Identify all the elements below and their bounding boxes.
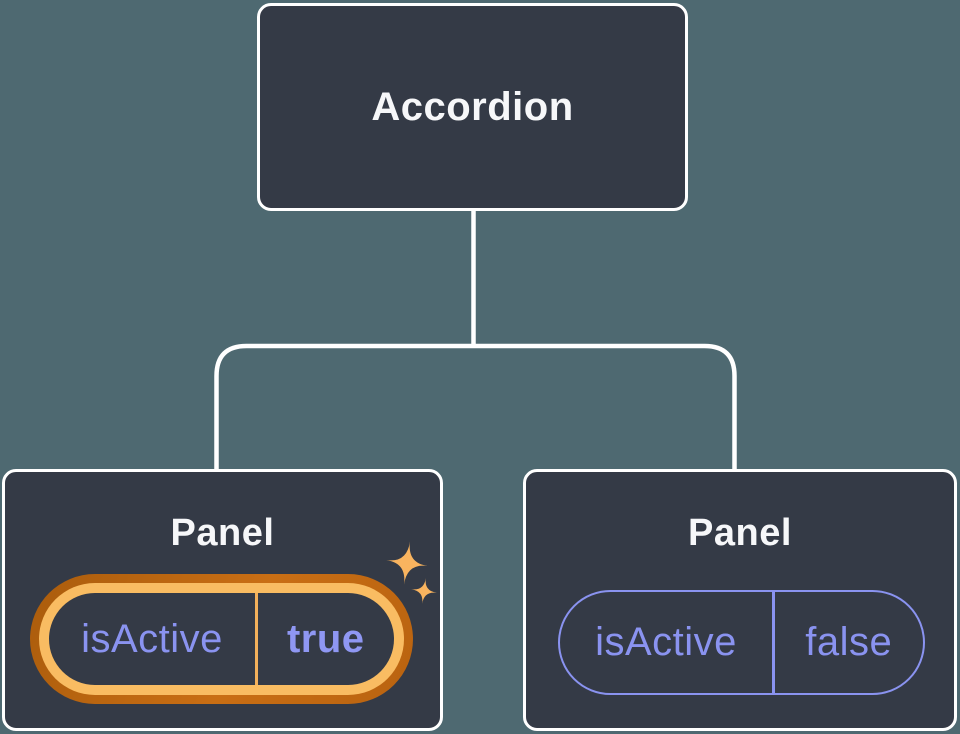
component-node-accordion: Accordion xyxy=(257,3,688,211)
component-node-panel-active: Panel isActive true xyxy=(2,469,443,731)
prop-value-label: true xyxy=(286,616,365,661)
node-label-accordion: Accordion xyxy=(371,84,574,129)
state-pill-active: isActive true xyxy=(30,574,413,704)
pill-divider xyxy=(772,592,775,693)
prop-name-label: isActive xyxy=(81,616,223,661)
prop-value-label: false xyxy=(805,620,893,664)
node-label-panel-inactive: Panel xyxy=(688,512,792,554)
state-pill-inactive: isActive false xyxy=(558,590,925,695)
node-label-panel-active: Panel xyxy=(170,512,275,554)
prop-value-cell: false xyxy=(775,592,924,693)
component-node-panel-inactive: Panel isActive false xyxy=(523,469,957,731)
prop-name-cell: isActive xyxy=(49,593,255,685)
state-pill-active-ring: isActive true xyxy=(39,583,404,695)
prop-value-cell: true xyxy=(258,593,395,685)
prop-name-label: isActive xyxy=(595,620,737,664)
pill-divider xyxy=(255,593,258,685)
connector-branch xyxy=(214,343,737,471)
state-pill-active-core: isActive true xyxy=(49,593,394,685)
prop-name-cell: isActive xyxy=(560,592,772,693)
